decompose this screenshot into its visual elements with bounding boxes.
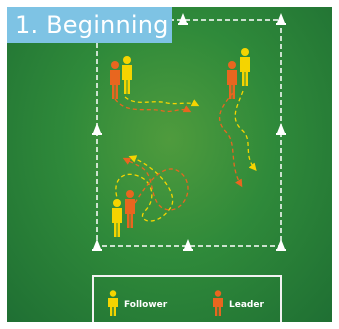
cone-icon: [276, 123, 286, 135]
follower-player: [122, 56, 132, 94]
follower-path: [124, 96, 200, 107]
follower-path: [234, 90, 257, 171]
pitch-boundary: [96, 19, 282, 247]
legend-item-follower: Follower: [106, 290, 167, 316]
leader-person-icon: [213, 290, 223, 316]
follower-player: [240, 48, 250, 86]
leader-player: [227, 61, 237, 99]
diagram-title: 1. Beginning: [7, 7, 172, 43]
cone-icon: [276, 13, 286, 25]
follower-person-icon: [108, 290, 118, 316]
leader-player: [110, 61, 120, 99]
follower-path: [115, 155, 174, 222]
pitch: [92, 13, 286, 251]
legend-label-follower: Follower: [124, 300, 168, 310]
legend-label-leader: Leader: [229, 300, 264, 310]
leader-path: [122, 157, 189, 211]
cone-icon: [276, 239, 286, 251]
cone-icon: [92, 123, 102, 135]
leader-path: [114, 98, 192, 113]
cone-icon: [92, 239, 102, 251]
drill-diagram: Follower Leader: [7, 7, 332, 322]
cone-icon: [178, 13, 188, 25]
leader-path: [218, 92, 243, 188]
leader-player: [125, 190, 135, 228]
cone-icon: [183, 239, 193, 251]
legend: Follower Leader: [92, 275, 282, 322]
follower-player: [112, 199, 122, 237]
legend-item-leader: Leader: [211, 290, 264, 316]
